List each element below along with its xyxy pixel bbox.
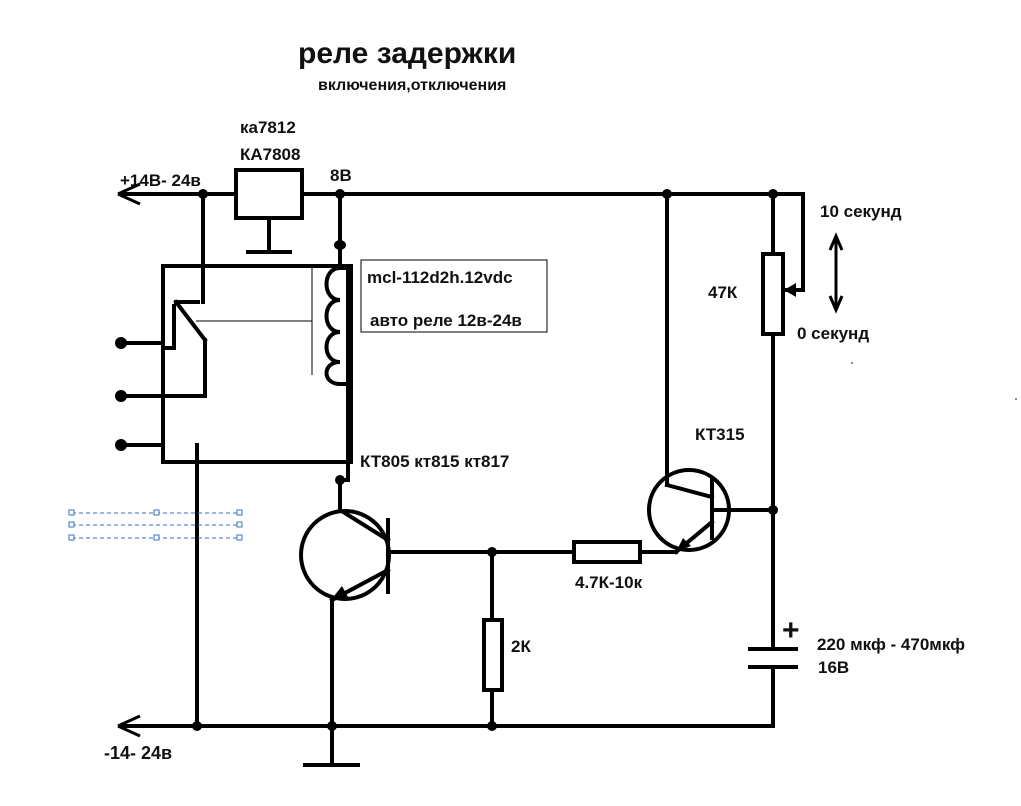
regulator-label-1: ка7812 [240, 118, 296, 137]
potentiometer-label: 47К [708, 283, 738, 302]
stray-mark [1015, 398, 1017, 400]
positive-rail [117, 182, 805, 206]
supply-negative-label: -14- 24в [104, 743, 172, 763]
power-transistor-label: КТ805 кт815 кт817 [360, 452, 509, 471]
signal-transistor [647, 192, 775, 555]
diagram-title: реле задержки [298, 37, 516, 70]
base-resistor-label: 4.7К-10к [575, 573, 643, 592]
stray-mark [851, 362, 853, 364]
relay-desc-label: авто реле 12в-24в [370, 311, 522, 330]
base-resistor [490, 540, 678, 564]
capacitor-value-label: 220 мкф - 470мкф [817, 635, 965, 654]
power-transistor [299, 507, 494, 728]
junction-dot [192, 721, 202, 731]
capacitor-polarity-mark: + [782, 614, 800, 647]
negative-rail [117, 443, 775, 738]
capacitor-voltage-label: 16В [818, 658, 849, 677]
voltage-regulator [234, 168, 304, 254]
signal-transistor-label: КТ315 [695, 425, 745, 444]
relay [115, 192, 353, 464]
voltage-8v-label: 8В [330, 166, 352, 185]
ground-icon [303, 724, 360, 767]
relay-model-label: mcl-112d2h.12vdc [367, 268, 513, 287]
relay-label-box [360, 259, 548, 333]
junction-dot [487, 721, 497, 731]
timing-capacitor [748, 638, 798, 728]
diagram-subtitle: включения,отключения [318, 77, 506, 94]
pulldown-resistor [482, 550, 504, 728]
relay-coil [324, 192, 350, 482]
adjust-arrow-icon [828, 232, 844, 314]
potentiometer [761, 192, 805, 642]
time-min-label: 0 секунд [797, 324, 869, 343]
pulldown-resistor-label: 2К [511, 637, 531, 656]
time-max-label: 10 секунд [820, 202, 902, 221]
regulator-label-2: КА7808 [240, 145, 300, 164]
selection-frame[interactable] [68, 509, 243, 541]
